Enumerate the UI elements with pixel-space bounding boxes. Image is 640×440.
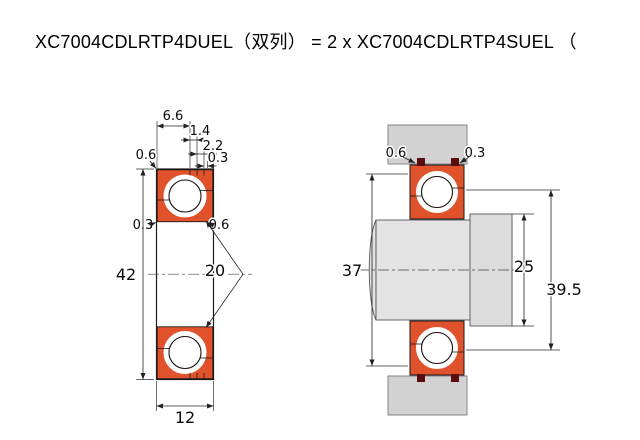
page-title: XC7004CDLRTP4DUEL（双列） = 2 x XC7004CDLRTP… xyxy=(35,32,577,52)
dim-25: 25 xyxy=(514,257,534,276)
dim-0-6-inner: 0.6 xyxy=(209,218,230,233)
mounted-ball-top xyxy=(420,175,454,209)
seal-groove-ticks-bottom xyxy=(189,373,205,380)
dim-0-3-right-view: 0.3 xyxy=(465,146,486,161)
dim-20: 20 xyxy=(205,261,225,280)
mounted-ball-bottom xyxy=(420,331,454,365)
mounted-ball-groove-bottom xyxy=(416,327,458,369)
ball-top xyxy=(168,179,202,213)
dim-0-3-top: 0.3 xyxy=(208,151,229,166)
dim-39-5: 39.5 xyxy=(546,280,582,299)
ball-groove-bottom xyxy=(163,331,207,374)
dim-12: 12 xyxy=(175,408,195,427)
left-view-cross-section xyxy=(148,168,252,381)
right-view-dimensions: 0.6 0.3 37 25 39.5 xyxy=(340,145,583,367)
dim-42: 42 xyxy=(116,265,136,284)
bore-leader-bottom xyxy=(205,273,244,328)
right-view-mounting xyxy=(358,124,516,416)
bore-leader-top xyxy=(205,220,244,275)
dim-0-6-top-left: 0.6 xyxy=(136,148,157,163)
dim-37: 37 xyxy=(342,261,362,280)
housing-block-top xyxy=(387,124,468,165)
seal-marks xyxy=(417,158,459,382)
dim-1-4: 1.4 xyxy=(190,124,211,139)
housing-block-bottom xyxy=(387,375,468,416)
ball-groove-top xyxy=(163,174,207,218)
left-view-dimensions: 6.6 1.4 2.2 0.3 0.6 0.3 0.6 42 xyxy=(114,108,244,429)
dim-0-6-right-view: 0.6 xyxy=(386,146,407,161)
ball-bottom xyxy=(168,335,202,370)
seal-groove-ticks-top xyxy=(189,169,205,176)
shaft-shoulder xyxy=(469,213,513,327)
dim-6-6: 6.6 xyxy=(163,109,184,124)
mounted-ball-groove-top xyxy=(416,171,458,213)
dim-2-2: 2.2 xyxy=(203,139,224,154)
